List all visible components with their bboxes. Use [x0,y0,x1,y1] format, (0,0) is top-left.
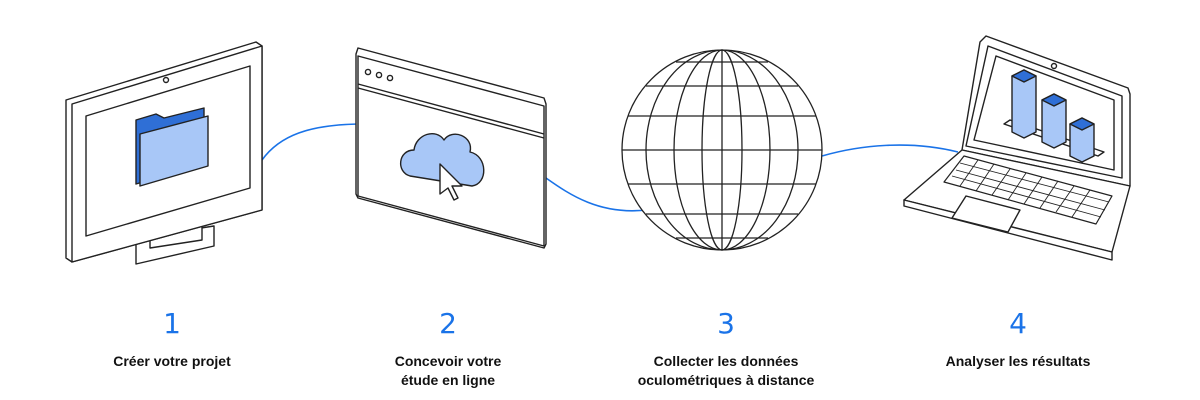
step-label: Créer votre projet [113,353,231,369]
connector-2-3 [545,177,647,212]
cloud-icon [400,132,485,187]
step-number: 1 [163,307,181,340]
browser-cloud-icon [355,47,547,249]
step-4: 4 Analyser les résultats [888,308,1148,371]
process-illustration [65,35,1131,265]
step-label: Analyser les résultats [945,353,1091,369]
laptop-chart-icon [903,35,1131,261]
connector-1-2 [261,123,359,161]
keyboard [943,155,1113,225]
step-label: Collecter les données oculométriques à d… [637,353,815,388]
connector-lines [261,123,959,212]
step-label: Concevoir votre étude en ligne [394,353,502,388]
trackpad [951,195,1021,233]
connector-3-4 [821,144,959,157]
step-2: 2 Concevoir votre étude en ligne [318,308,578,390]
step-1: 1 Créer votre projet [42,308,302,371]
step-3: 3 Collecter les données oculométriques à… [596,308,856,390]
step-number: 2 [439,307,457,340]
step-number: 3 [717,307,735,340]
step-number: 4 [1009,307,1027,340]
globe-icon [621,49,823,251]
desktop-folder-icon [65,41,263,265]
cursor-icon [439,163,463,201]
